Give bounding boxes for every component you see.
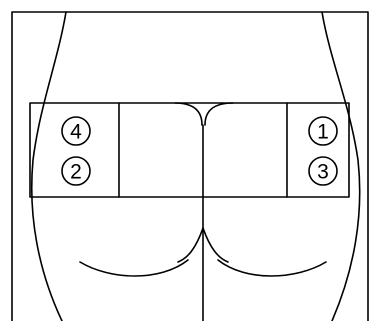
zone-1-label: 1 xyxy=(317,121,329,144)
right-top-curve xyxy=(205,103,233,125)
left-flank-outline xyxy=(32,12,66,321)
zone-4-label: 4 xyxy=(70,121,82,144)
right-gluteal-fold xyxy=(218,260,326,276)
left-zone: 4 2 xyxy=(62,117,90,185)
zone-3-label: 3 xyxy=(317,161,329,184)
left-lower-fold-join xyxy=(178,228,203,262)
right-lower-fold-join xyxy=(203,228,228,262)
left-top-curve xyxy=(175,103,202,125)
zone-2-label: 2 xyxy=(70,161,82,184)
left-gluteal-fold xyxy=(80,260,188,276)
right-zone: 1 3 xyxy=(309,117,337,185)
